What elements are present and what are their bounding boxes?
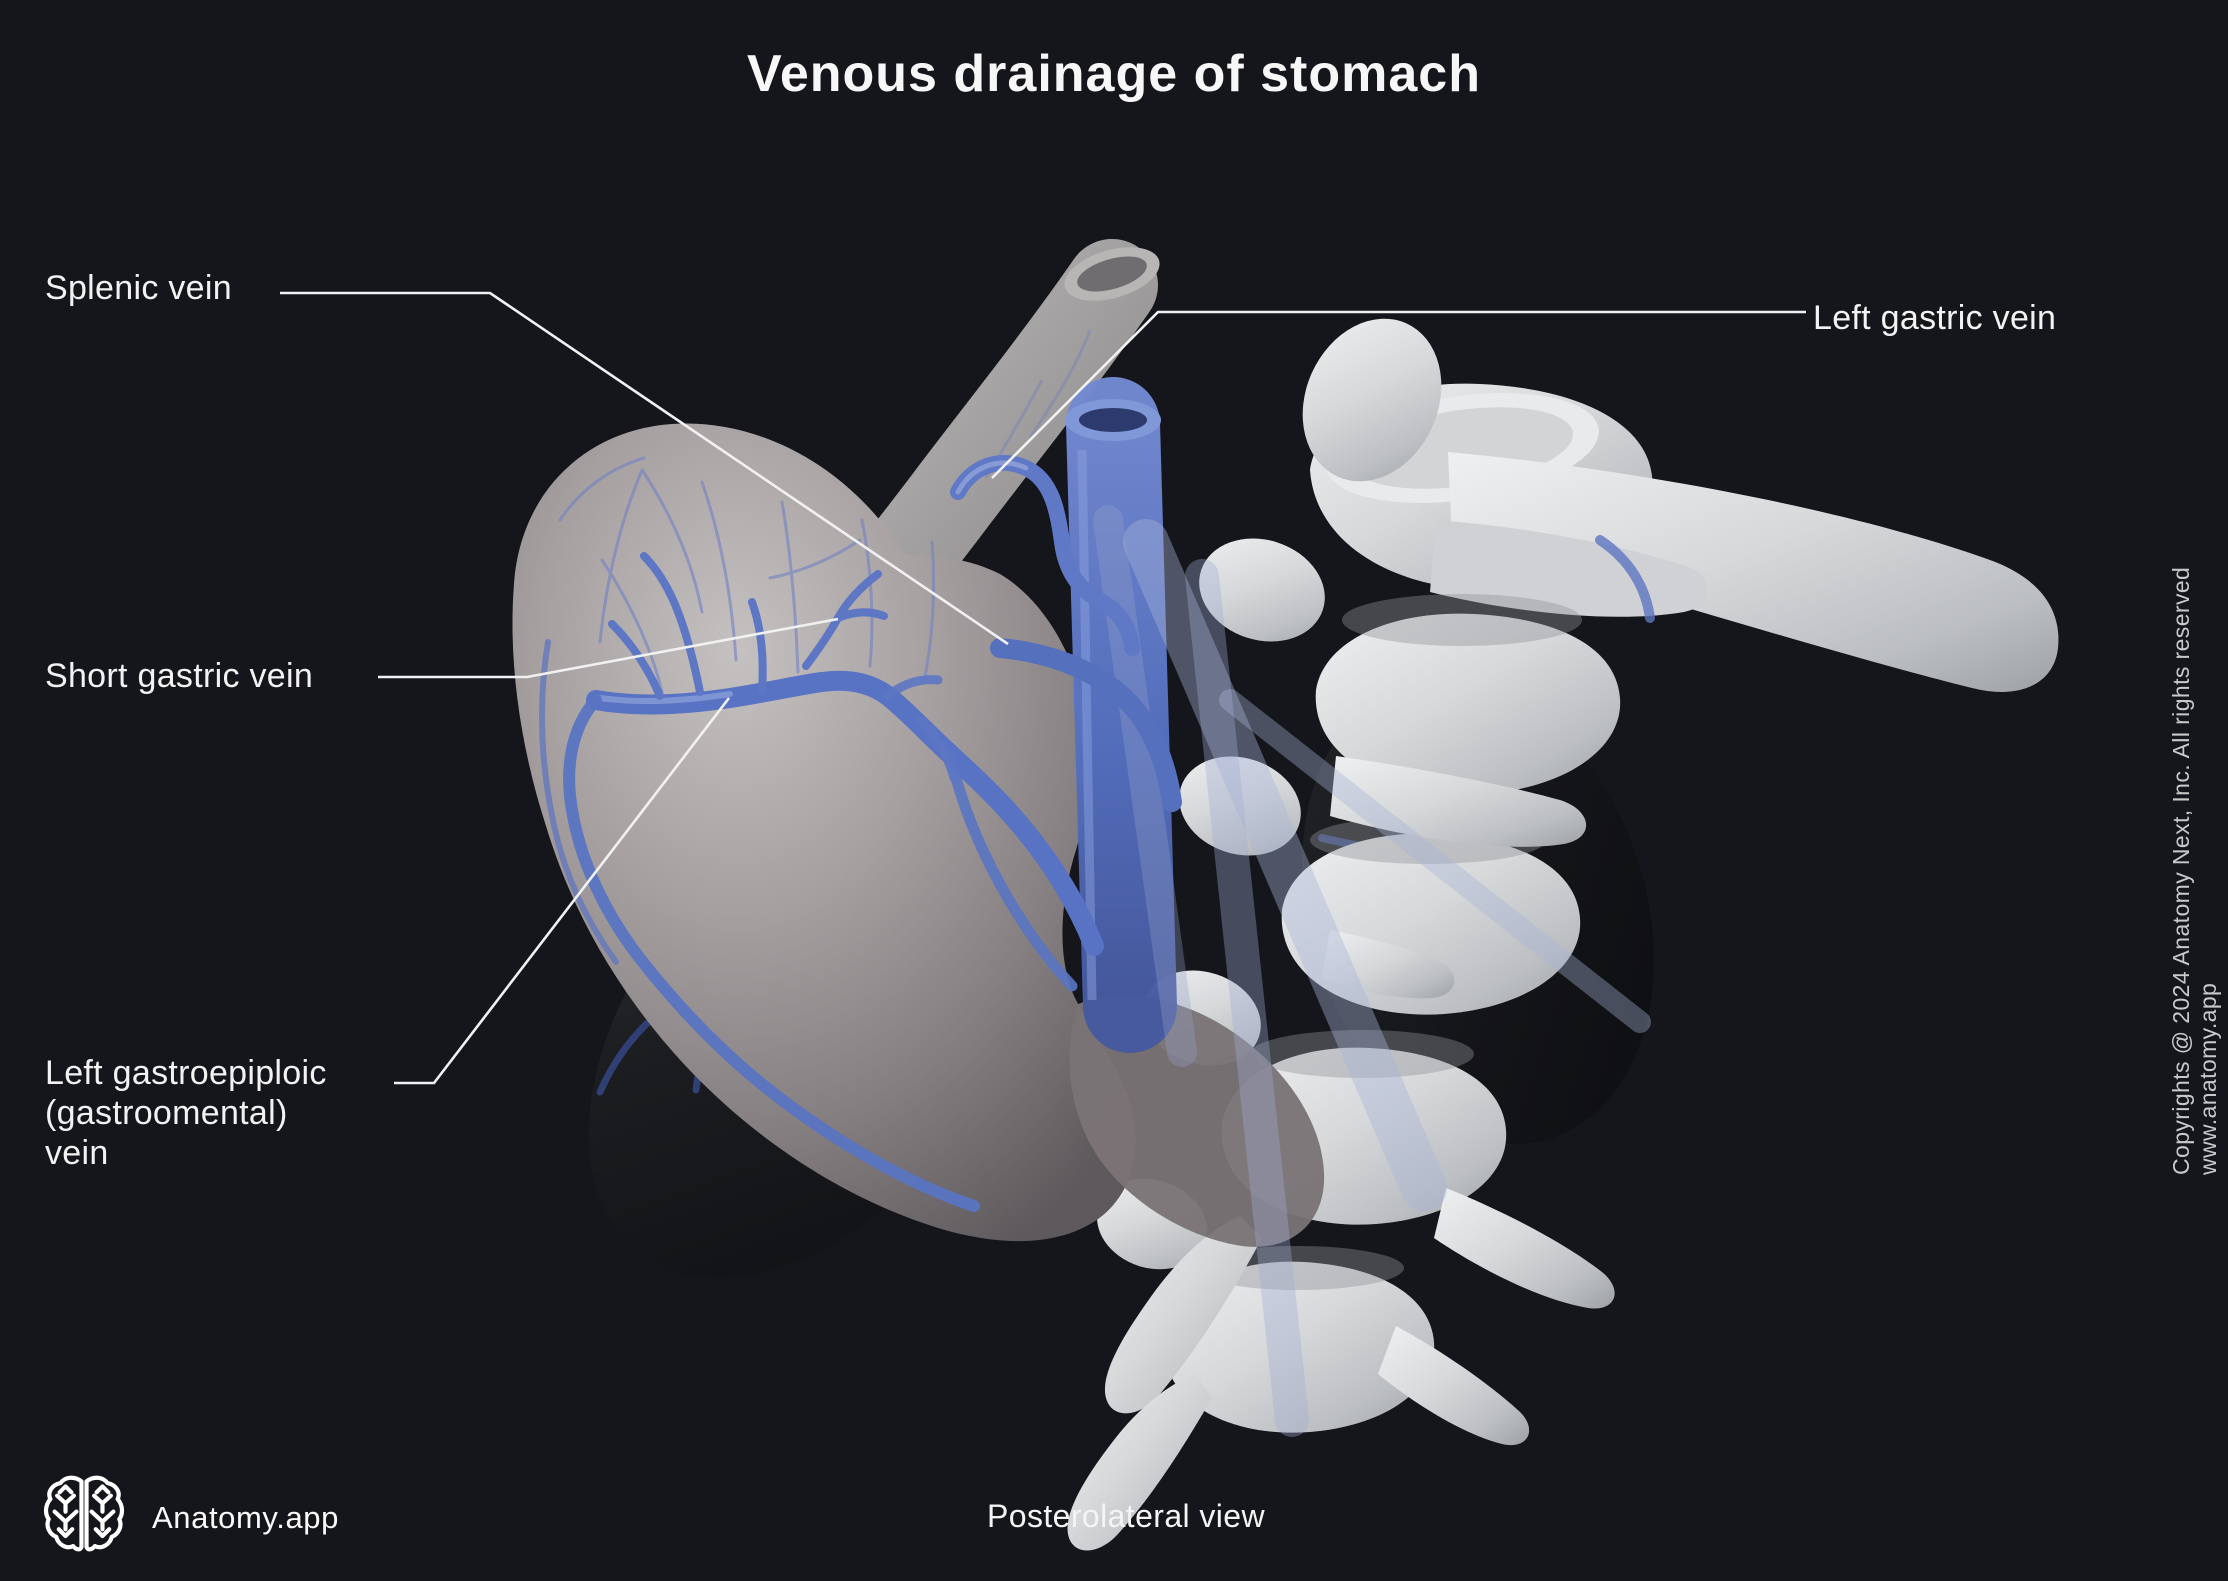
brain-outline-icon [42,1473,126,1562]
gastric-veins [563,454,1182,1212]
vena-cava [1065,377,1177,1053]
brand-name: Anatomy.app [152,1499,339,1535]
splenic-vein [990,638,1182,812]
label-short-gastric-vein: Short gastric vein [45,657,314,695]
label-left-gastroepiploic-vein: Left gastroepiploic (gastroomental) vein [45,1054,327,1173]
stomach [512,423,1325,1247]
label-splenic-vein: Splenic vein [45,269,232,307]
leader-splenic-vein [280,291,1009,646]
short-gastric-veins [608,552,888,700]
vertebral-column [1067,318,2059,1551]
leader-left-gastric-vein [991,310,1806,479]
brand-lockup: Anatomy.app [42,1473,339,1562]
leader-short-gastric-vein [378,617,839,679]
page-title: Venous drainage of stomach [747,45,1481,103]
leader-left-gastroepiploic-vein [394,697,731,1085]
label-left-gastric-vein: Left gastric vein [1813,299,2057,337]
gastric-surface-veins [558,456,936,694]
view-caption: Posterolateral view [987,1498,1265,1534]
copyright-text: Copyrights @ 2024 Anatomy Next, Inc. All… [2168,566,2221,1175]
leader-lines [280,291,1806,1085]
